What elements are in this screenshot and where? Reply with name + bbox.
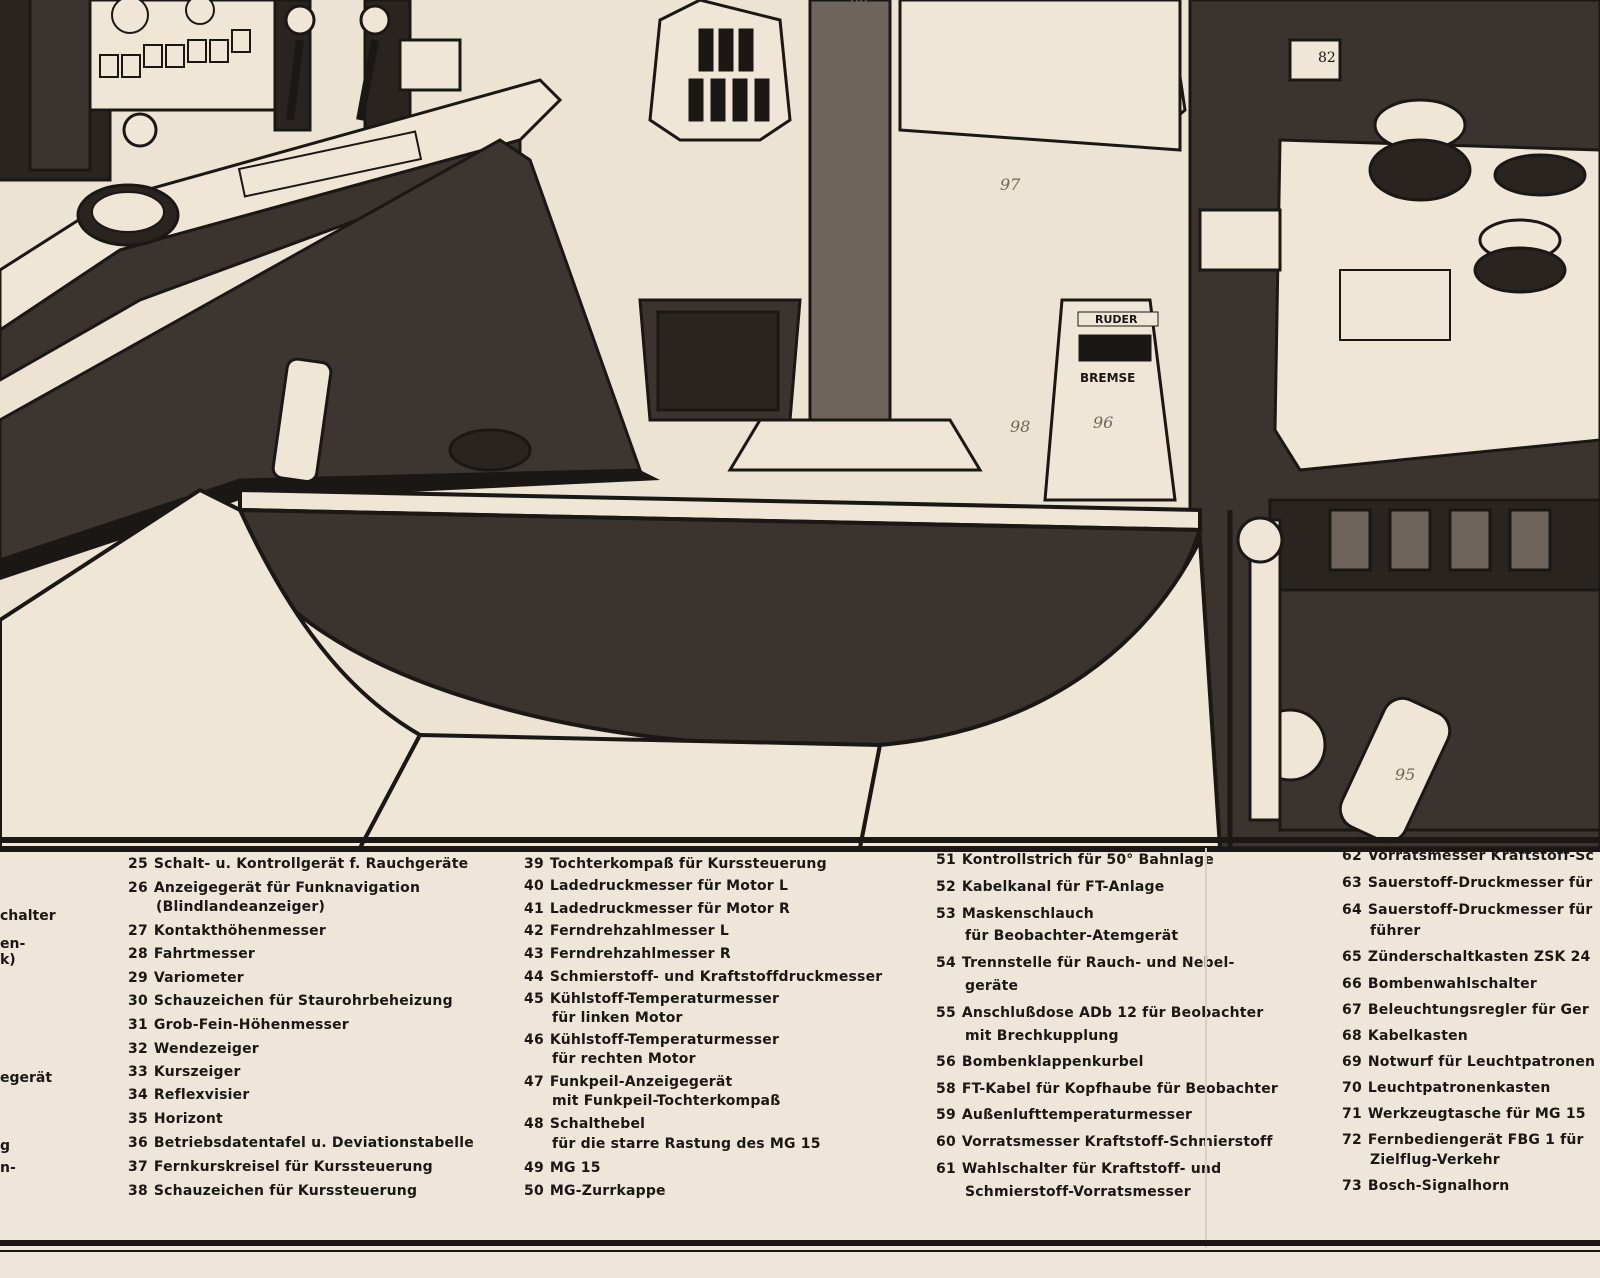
left-fragment: n- xyxy=(0,1160,16,1176)
left-fragment: egerät xyxy=(0,1070,53,1086)
pedal-bremse-text: BREMSE xyxy=(1080,371,1135,385)
legend-item-26-cont: (Blindlandeanzeiger) xyxy=(156,899,326,915)
legend-item-55-cont: mit Brechkupplung xyxy=(965,1028,1119,1044)
legend-item-54-cont: geräte xyxy=(965,978,1019,994)
legend-top-rule xyxy=(0,848,1600,852)
label-88: 88 xyxy=(850,0,868,12)
left-fragment: en- xyxy=(0,936,26,952)
legend-item-47-cont: mit Funkpeil-Tochterkompaß xyxy=(552,1093,781,1109)
nose-cutaway xyxy=(0,487,1600,848)
label-82: 82 xyxy=(1318,50,1336,66)
legend-item-53-cont: für Beobachter-Atemgerät xyxy=(965,928,1179,944)
legend-item-64-cont: führer xyxy=(1370,923,1421,939)
label-98: 98 xyxy=(1010,417,1030,436)
right-equipment: 82 95 xyxy=(1188,0,1600,848)
brake-pedal: RUDER BREMSE 96 xyxy=(1043,298,1177,502)
control-column xyxy=(638,0,983,472)
pedal-ruder-text: RUDER xyxy=(1095,313,1138,326)
paper-fold xyxy=(1205,848,1207,1248)
legend-item-61-cont: Schmierstoff-Vorratsmesser xyxy=(965,1184,1191,1200)
rudder-pedal-left xyxy=(648,0,792,142)
legend-item-48-cont: für die starre Rastung des MG 15 xyxy=(552,1136,821,1152)
legend-item-72-cont: Zielflug-Verkehr xyxy=(1370,1152,1500,1168)
left-fragment: chalter xyxy=(0,908,56,924)
left-fragment: k) xyxy=(0,952,16,968)
label-96: 96 xyxy=(1093,413,1113,432)
legend-item-46-cont: für rechten Motor xyxy=(552,1051,696,1067)
left-fragment: g xyxy=(0,1138,11,1154)
label-97: 97 xyxy=(1000,175,1021,194)
legend-bottom-rule xyxy=(0,1240,1600,1246)
cockpit-illustration: 97 98 88 RUDER BREMSE 96 82 95 xyxy=(0,0,1600,848)
legend-bottom-rule-thin xyxy=(0,1250,1600,1252)
label-95: 95 xyxy=(1395,765,1415,784)
legend-item-45-cont: für linken Motor xyxy=(552,1010,683,1026)
